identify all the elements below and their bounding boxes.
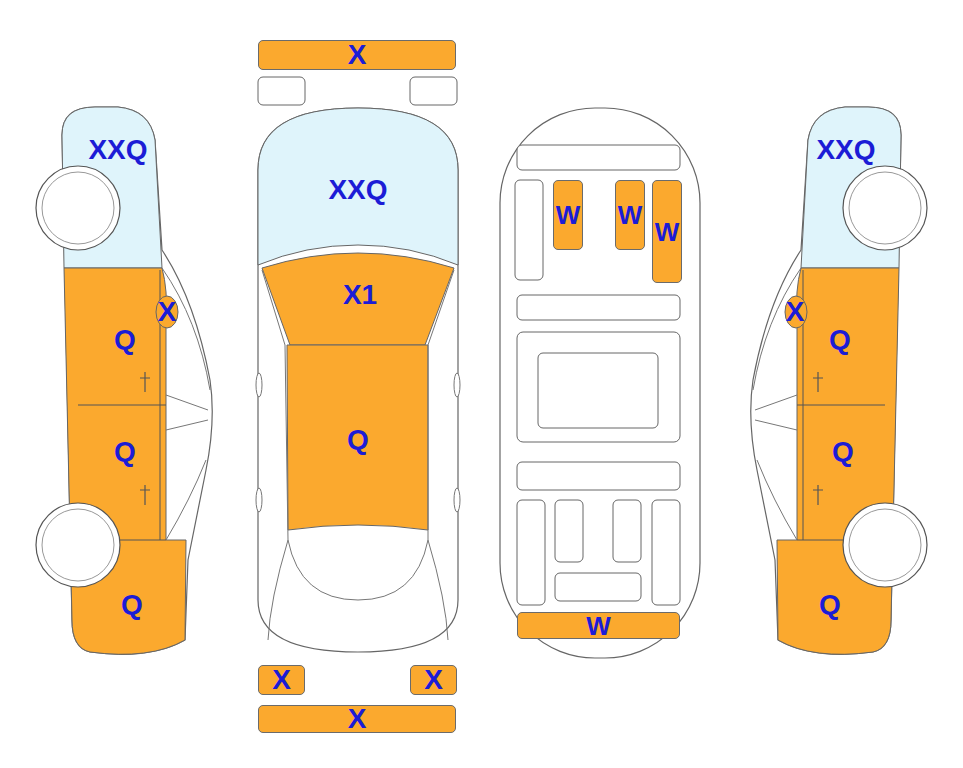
damage-panel: X: [152, 296, 182, 328]
damage-panel: XXQ: [78, 132, 158, 168]
damage-code: X: [786, 298, 805, 326]
damage-panel-box: X: [258, 665, 305, 695]
damage-panel: X1: [330, 277, 390, 313]
damage-code: XXQ: [88, 136, 147, 164]
damage-code: X: [348, 705, 367, 733]
damage-panel: X: [780, 296, 810, 328]
damage-panel: XXQ: [806, 132, 886, 168]
damage-code: Q: [819, 591, 841, 619]
damage-code: X: [158, 298, 177, 326]
damage-code: Q: [114, 326, 136, 354]
damage-code: X1: [343, 281, 377, 309]
damage-panel-box: X: [258, 40, 456, 70]
damage-code: Q: [121, 591, 143, 619]
damage-code: Q: [114, 438, 136, 466]
damage-code: Q: [347, 426, 369, 454]
damage-panel-box: W: [517, 612, 680, 639]
damage-code: Q: [832, 438, 854, 466]
damage-panel-box: W: [652, 180, 682, 283]
damage-code: W: [618, 202, 643, 228]
damage-code: W: [556, 202, 581, 228]
damage-panel-box: X: [410, 665, 457, 695]
damage-code: W: [655, 219, 680, 245]
damage-panel: Q: [823, 434, 863, 470]
damage-code: X: [348, 41, 367, 69]
damage-panel: XXQ: [308, 172, 408, 208]
damage-panel: Q: [810, 587, 850, 623]
damage-panel-box: W: [615, 180, 645, 250]
damage-panel: Q: [105, 322, 145, 358]
damage-panel-box: X: [258, 705, 456, 733]
damage-panel: Q: [338, 422, 378, 458]
damage-panel: Q: [112, 587, 152, 623]
damage-panel-box: W: [553, 180, 583, 250]
damage-code: X: [272, 666, 291, 694]
damage-code: XXQ: [328, 176, 387, 204]
damage-panel: Q: [820, 322, 860, 358]
damage-panel: Q: [105, 434, 145, 470]
damage-code: XXQ: [816, 136, 875, 164]
damage-code: X: [424, 666, 443, 694]
damage-code: W: [586, 613, 611, 639]
damage-code: Q: [829, 326, 851, 354]
